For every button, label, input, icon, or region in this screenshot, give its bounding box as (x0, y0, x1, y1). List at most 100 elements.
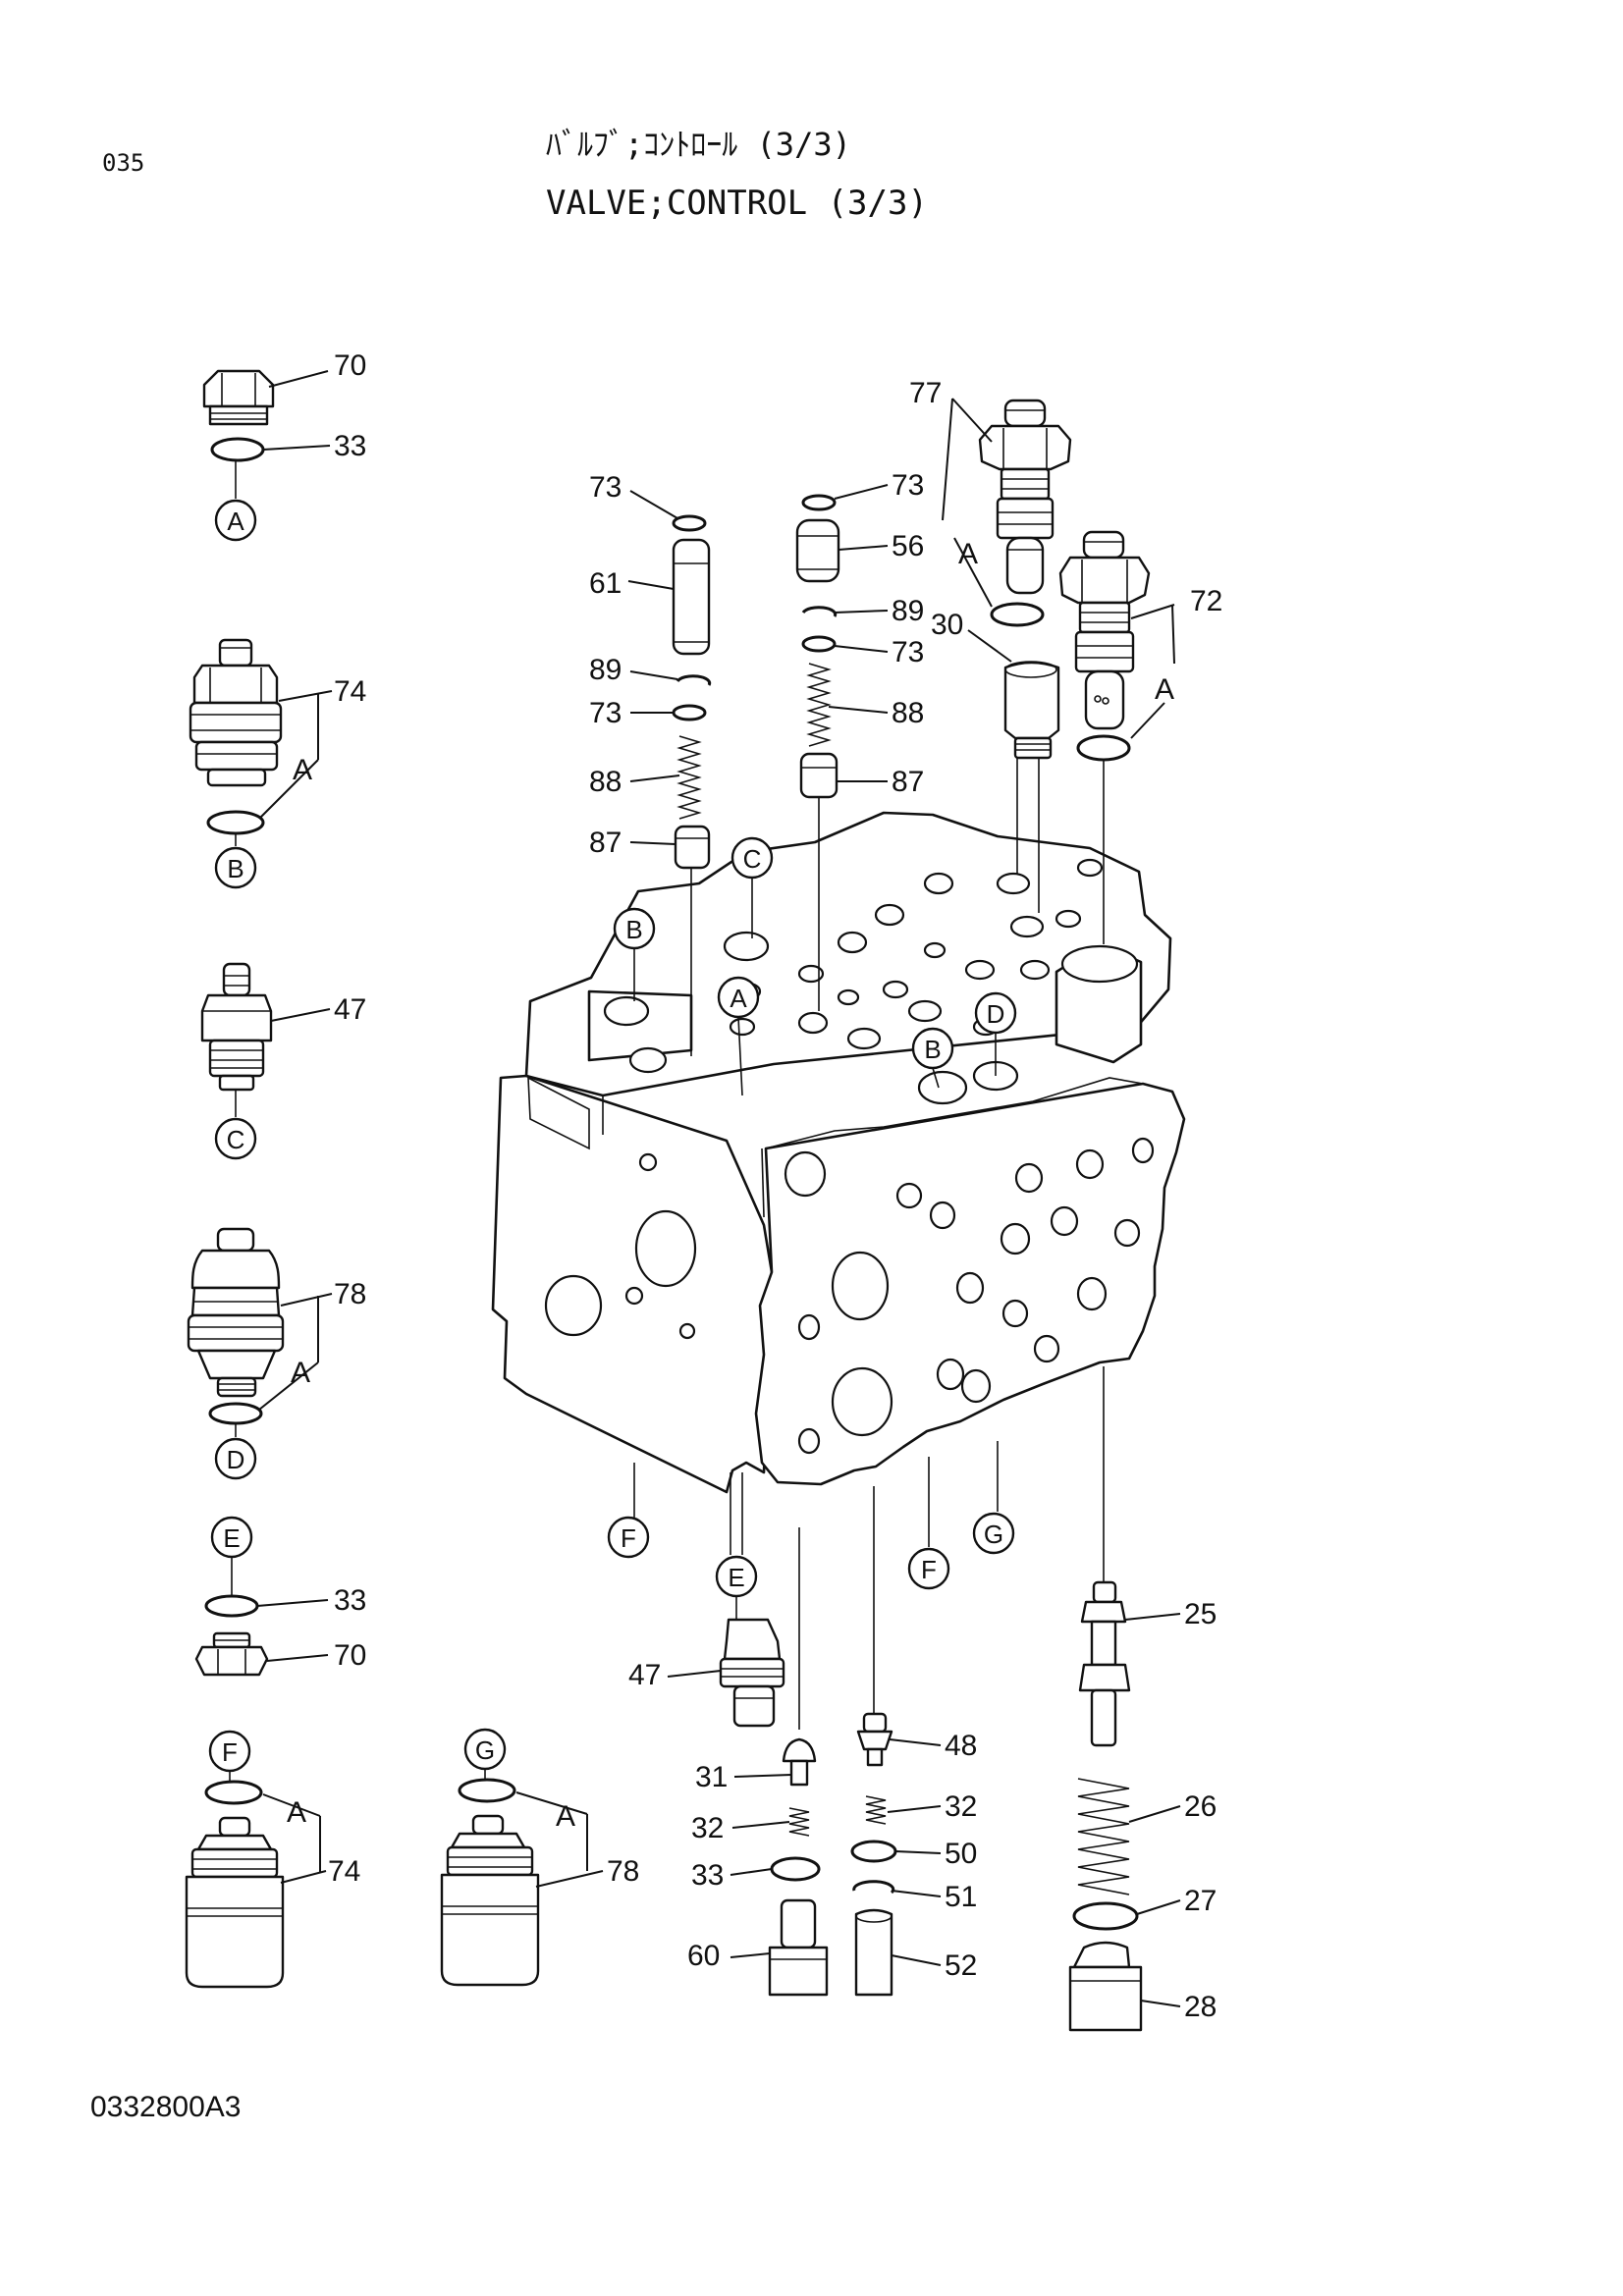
svg-text:B: B (924, 1035, 941, 1064)
svg-text:D: D (227, 1445, 245, 1474)
part-70-plug-lower: 70 (194, 1631, 366, 1677)
label-52: 52 (945, 1949, 977, 1982)
ref-circle-e-left: E (210, 1516, 253, 1596)
ref-circle-b-body-2: B (911, 1027, 954, 1089)
part-73-oring-left: 73 (589, 697, 707, 729)
control-valve-body (491, 811, 1186, 1494)
label-26: 26 (1184, 1790, 1217, 1823)
label-70-lower: 70 (334, 1639, 366, 1672)
part-50-oring: 50 (850, 1838, 977, 1870)
svg-text:D: D (987, 999, 1005, 1029)
part-74-relief-valve: 74 A (189, 638, 366, 846)
part-52-plug: 52 (854, 1908, 977, 1997)
part-87-retainer-left: 87 (589, 825, 711, 1056)
part-89-snap-ring-left: 89 (589, 654, 712, 686)
svg-text:B: B (625, 915, 642, 944)
part-88-spring-mid: 88 (806, 663, 924, 747)
svg-text:C: C (743, 844, 762, 874)
svg-text:A: A (958, 538, 978, 570)
part-25-spool: 25 (1078, 1580, 1217, 1747)
part-73-oring-top-mid: 73 (801, 469, 924, 511)
part-70-plug: 70 (202, 349, 366, 426)
part-89-snap-ring-mid: 89 (801, 595, 924, 627)
svg-text:E: E (223, 1523, 240, 1553)
label-28: 28 (1184, 1991, 1217, 2023)
label-31: 31 (695, 1761, 728, 1793)
label-47-lower: 47 (628, 1659, 661, 1691)
label-87: 87 (589, 827, 622, 859)
label-77: 77 (909, 377, 942, 409)
label-27: 27 (1184, 1885, 1217, 1917)
svg-text:A: A (1155, 673, 1174, 706)
part-33-oring-lower: 33 (204, 1584, 366, 1618)
title-japanese: ﾊﾞﾙﾌﾞ;ｺﾝﾄﾛｰﾙ (3/3) (546, 126, 851, 163)
part-73-oring-top-left: 73 (589, 471, 707, 532)
ref-circle-b-left: B (214, 846, 257, 889)
svg-text:F: F (621, 1523, 636, 1553)
ref-circle-g-left: G (463, 1728, 507, 1781)
ref-circle-d-left: D (214, 1437, 257, 1480)
svg-text:A: A (730, 984, 747, 1013)
svg-text:F: F (921, 1555, 937, 1584)
label-73-b: 73 (589, 697, 622, 729)
ref-circle-e-body: E (715, 1555, 758, 1598)
ref-circle-f-left: F (208, 1730, 251, 1783)
svg-text:A: A (227, 507, 244, 536)
ref-circle-g-body: G (972, 1512, 1015, 1555)
svg-text:A: A (293, 754, 312, 786)
part-33-oring: 33 (210, 430, 366, 499)
label-78: 78 (334, 1278, 366, 1310)
ref-circle-c-body: C (730, 836, 774, 938)
label-32: 32 (691, 1812, 724, 1844)
part-48-poppet: 48 (856, 1712, 977, 1767)
label-56: 56 (892, 530, 924, 562)
ref-circle-b-body: B (613, 907, 656, 1001)
part-78-overload-relief-lower: A 78 (440, 1778, 639, 1987)
label-50: 50 (945, 1838, 977, 1870)
part-88-spring-left: 88 (589, 735, 702, 820)
part-61-spool: 61 (589, 538, 711, 656)
label-88-b: 88 (892, 697, 924, 729)
part-60-plug: 60 (687, 1898, 829, 1997)
part-77-relief-valve: 77 A (909, 377, 1072, 627)
part-87-retainer-mid: 87 (799, 752, 924, 1011)
ref-circle-a-left: A (214, 499, 257, 542)
svg-text:C: C (227, 1125, 245, 1154)
part-27-oring: 27 (1072, 1885, 1217, 1931)
svg-text:G: G (475, 1735, 495, 1765)
part-47-check-valve-lower: 47 (628, 1596, 785, 1728)
part-74-relief-valve-lower: A 74 (185, 1780, 360, 1989)
label-33-lower: 33 (334, 1584, 366, 1617)
part-78-overload-relief: 78 A (187, 1227, 366, 1437)
svg-text:G: G (984, 1520, 1003, 1549)
svg-text:B: B (227, 854, 243, 883)
label-87-b: 87 (892, 766, 924, 798)
label-60: 60 (687, 1940, 720, 1972)
part-73-oring-mid: 73 (801, 635, 924, 668)
label-33-center: 33 (691, 1859, 724, 1892)
ref-circle-a-body: A (717, 976, 760, 1096)
label-73-c: 73 (892, 469, 924, 502)
label-47: 47 (334, 993, 366, 1026)
svg-text:F: F (222, 1737, 238, 1767)
ref-circle-f-body: F (607, 1516, 650, 1559)
svg-text:E: E (728, 1563, 744, 1592)
label-88: 88 (589, 766, 622, 798)
svg-text:A: A (287, 1796, 306, 1829)
part-33-oring-center: 33 (691, 1856, 821, 1892)
title-english: VALVE;CONTROL (3/3) (546, 184, 928, 223)
label-61: 61 (589, 567, 622, 600)
label-73: 73 (589, 471, 622, 504)
part-47-check-valve: 47 (200, 962, 366, 1117)
part-28-plug: 28 (1068, 1941, 1217, 2032)
part-51-backup-ring: 51 (852, 1880, 977, 1913)
label-48: 48 (945, 1730, 977, 1762)
label-74-lower: 74 (328, 1855, 360, 1888)
svg-text:A: A (291, 1357, 310, 1389)
label-33: 33 (334, 430, 366, 462)
part-72-relief-valve: 72 A (1058, 530, 1222, 944)
label-78-lower: 78 (607, 1855, 639, 1888)
label-89-b: 89 (892, 595, 924, 627)
label-74: 74 (334, 675, 366, 708)
